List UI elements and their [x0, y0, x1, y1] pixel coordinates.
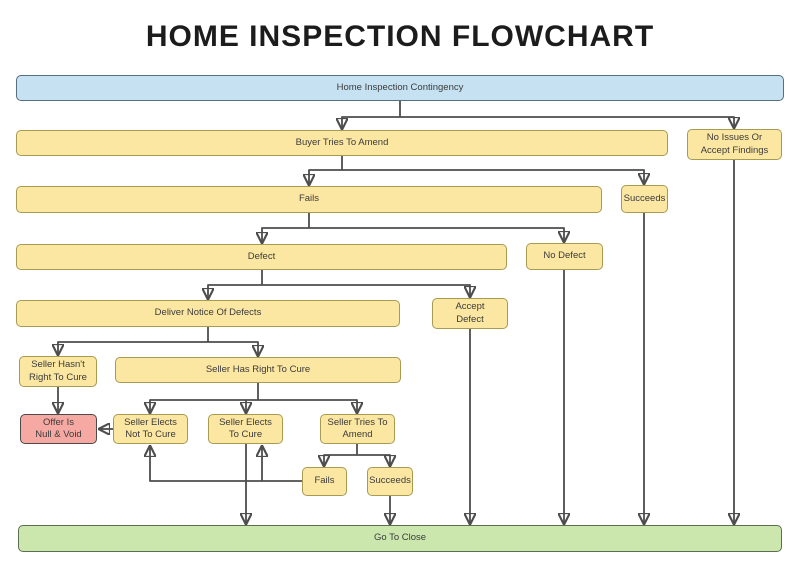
node-go-to-close: Go To Close — [18, 525, 782, 552]
node-seller-hasnt-right-to-cure: Seller Hasn't Right To Cure — [19, 356, 97, 387]
node-no-issues-or-accept-findings: No Issues Or Accept Findings — [687, 129, 782, 160]
edge-buyer-amend-succeeds — [342, 169, 644, 183]
node-no-defect: No Defect — [526, 243, 603, 270]
node-home-inspection-contingency: Home Inspection Contingency — [16, 75, 784, 101]
node-accept-defect: Accept Defect — [432, 298, 508, 329]
node-amend-fails: Fails — [16, 186, 602, 213]
node-seller-amend-fails: Fails — [302, 467, 347, 496]
edge-contingency-no-issues — [400, 116, 734, 127]
node-seller-amend-succeeds: Succeeds — [367, 467, 413, 496]
edge-buyer-amend-fails — [309, 169, 342, 184]
node-seller-elects-to-cure: Seller Elects To Cure — [208, 414, 283, 444]
node-defect: Defect — [16, 244, 507, 270]
edge-defect-accept-defect — [262, 284, 470, 296]
node-deliver-notice-of-defects: Deliver Notice Of Defects — [16, 300, 400, 327]
edge-contingency-buyer-amend — [342, 116, 400, 128]
edge-defect-deliver-notice — [208, 284, 262, 298]
node-amend-succeeds: Succeeds — [621, 185, 668, 213]
edge-tries-amend-succeeds — [357, 454, 390, 465]
node-offer-is-null-and-void: Offer Is Null & Void — [20, 414, 97, 444]
edge-fails-defect — [262, 227, 309, 242]
edge-seller-has-tries-amend — [258, 399, 357, 412]
node-buyer-tries-to-amend: Buyer Tries To Amend — [16, 130, 668, 156]
page-title: HOME INSPECTION FLOWCHART — [145, 20, 655, 53]
node-seller-elects-not-to-cure: Seller Elects Not To Cure — [113, 414, 188, 444]
node-seller-has-right-to-cure: Seller Has Right To Cure — [115, 357, 401, 383]
edge-seller-has-elects-not — [150, 399, 258, 412]
edge-fails-no-defect — [309, 227, 564, 241]
node-seller-tries-to-amend: Seller Tries To Amend — [320, 414, 395, 444]
edge-deliver-seller-hasnt — [58, 341, 208, 354]
edge-tries-amend-fails — [324, 454, 357, 465]
edge-fails2-elects-not — [150, 447, 302, 482]
edge-deliver-seller-has — [208, 341, 258, 355]
